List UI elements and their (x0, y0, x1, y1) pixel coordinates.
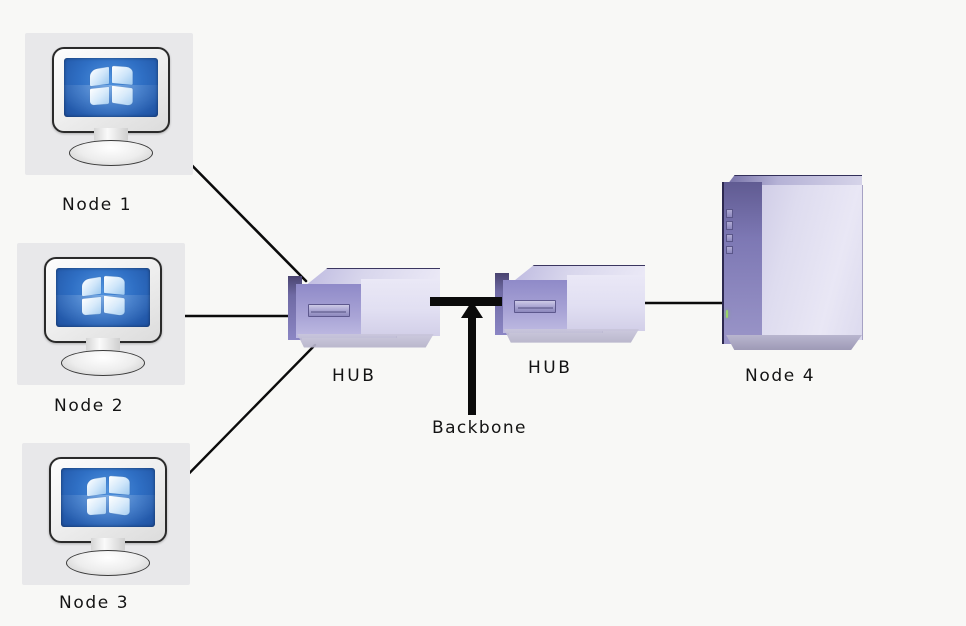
tower-right-face (758, 185, 863, 341)
windows-logo-quadrant (112, 86, 134, 107)
hub-base (297, 333, 434, 348)
tower-server-icon[interactable] (722, 175, 863, 351)
tower-drive-bay (725, 233, 734, 242)
windows-logo-quadrant (90, 86, 110, 106)
tower-base (726, 334, 862, 351)
hub-port-slot (514, 300, 556, 313)
monitor-bezel (52, 47, 170, 133)
windows-logo-quadrant (104, 276, 126, 296)
windows-monitor-icon[interactable] (52, 47, 170, 166)
hub-base (504, 329, 639, 343)
backbone-arrow-shaft (468, 318, 476, 415)
windows-logo-quadrant (82, 296, 102, 316)
windows-logo-quadrant (82, 277, 102, 297)
hub-right-face (567, 275, 645, 332)
power-led-icon (725, 309, 729, 318)
monitor-screen (64, 57, 158, 117)
hub-right-face (360, 278, 440, 337)
backbone-label: Backbone (432, 418, 527, 438)
tower-left-face (722, 181, 762, 344)
monitor-screen (61, 467, 155, 527)
network-hub-icon-2[interactable] (495, 265, 645, 345)
windows-logo-quadrant (87, 496, 107, 516)
node-label-3: Node 3 (59, 593, 130, 613)
hub-label-2: HUB (528, 358, 573, 378)
windows-logo-quadrant (104, 296, 126, 317)
windows-logo-icon (87, 476, 132, 517)
node-label-4: Node 4 (745, 366, 816, 386)
node-label-2: Node 2 (54, 396, 125, 416)
hub-port-slot (307, 304, 350, 318)
node-label-1: Node 1 (62, 195, 133, 215)
windows-logo-quadrant (112, 66, 134, 86)
windows-logo-quadrant (87, 477, 107, 497)
monitor-bezel (49, 457, 167, 543)
hub-label-1: HUB (332, 366, 377, 386)
windows-logo-quadrant (109, 476, 131, 496)
monitor-base (68, 139, 154, 166)
windows-monitor-icon[interactable] (49, 457, 167, 576)
windows-logo-icon (82, 276, 127, 317)
backbone-arrow-head (461, 301, 483, 318)
tower-drive-bay (725, 209, 734, 218)
monitor-base (60, 349, 146, 376)
windows-monitor-icon[interactable] (44, 257, 162, 376)
monitor-bezel (44, 257, 162, 343)
tower-drive-bay (725, 221, 734, 230)
monitor-screen (56, 267, 150, 327)
windows-logo-quadrant (90, 67, 110, 87)
network-hub-icon-1[interactable] (288, 268, 440, 350)
tower-drive-bays (725, 209, 734, 264)
monitor-base (65, 549, 151, 576)
windows-logo-icon (90, 66, 135, 107)
windows-logo-quadrant (109, 496, 131, 517)
tower-drive-bay (725, 245, 734, 254)
